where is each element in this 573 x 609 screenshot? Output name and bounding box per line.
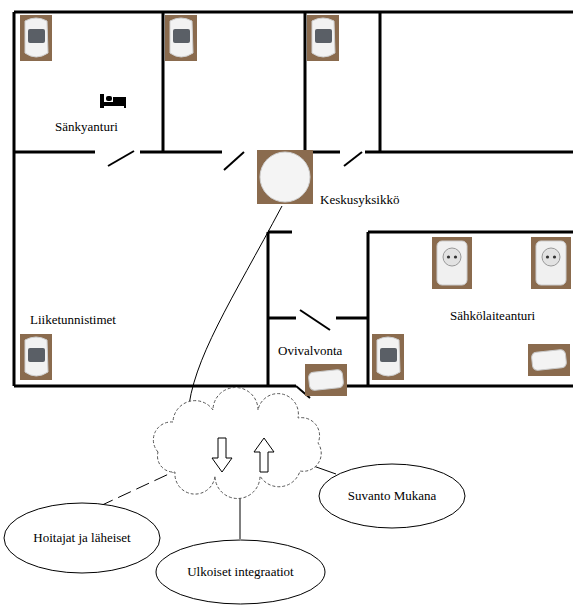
motion-sensor [20, 334, 52, 380]
ellipse-shape [319, 464, 465, 528]
ellipse-shape [156, 540, 325, 604]
bed-part [106, 96, 112, 101]
node-text-group: Ulkoiset integraatiot [187, 565, 294, 580]
node-text-group: Suvanto Mukana [348, 489, 436, 504]
wall [268, 232, 292, 386]
motion-sensor [372, 334, 404, 380]
node-text: Hoitajat ja läheiset [33, 531, 130, 546]
walls [14, 12, 573, 386]
ellipse-shape [4, 503, 160, 573]
link-line [188, 206, 282, 414]
central-unit-body [260, 152, 310, 202]
ellipse-node: Suvanto Mukana [318, 463, 466, 529]
wall [368, 232, 573, 386]
room-label: Liiketunnistimet [30, 313, 116, 328]
motion-sensor [307, 15, 339, 61]
photo-ground [257, 150, 313, 204]
central-unit-icon [257, 150, 313, 204]
room-label: Sänkyanturi [55, 120, 118, 135]
door-leaf [108, 151, 134, 166]
node-text-group: Hoitajat ja läheiset [33, 531, 130, 546]
room-label: Sähkölaiteanturi [450, 309, 535, 324]
wall [268, 317, 368, 320]
motion-sensor [20, 15, 52, 61]
cloud [153, 388, 321, 499]
node-text: Suvanto Mukana [348, 489, 436, 504]
doors [108, 151, 362, 398]
bed-part [124, 102, 126, 108]
node-text: Ulkoiset integraatiot [187, 565, 294, 580]
socket-sensor [432, 237, 472, 289]
door-sensor [528, 344, 570, 376]
bed-part [100, 102, 126, 106]
door-leaf [344, 152, 362, 166]
door-leaf [300, 310, 330, 330]
down-arrow [212, 438, 232, 472]
bed-part [113, 97, 126, 102]
bed-icon [100, 94, 126, 108]
socket-sensor [531, 237, 571, 289]
wall [163, 12, 380, 152]
wall [13, 12, 16, 386]
door-leaf [224, 152, 244, 170]
room-label: Ovivalvonta [278, 344, 342, 359]
ellipse-node: Ulkoiset integraatiot [155, 539, 326, 605]
ellipse-node: Hoitajat ja läheiset [3, 502, 161, 574]
wall [14, 11, 573, 14]
room-label: Keskusyksikkö [320, 193, 399, 208]
up-arrow [254, 438, 274, 472]
wall [14, 385, 573, 388]
door-sensor [305, 364, 347, 396]
motion-sensor [165, 15, 197, 61]
